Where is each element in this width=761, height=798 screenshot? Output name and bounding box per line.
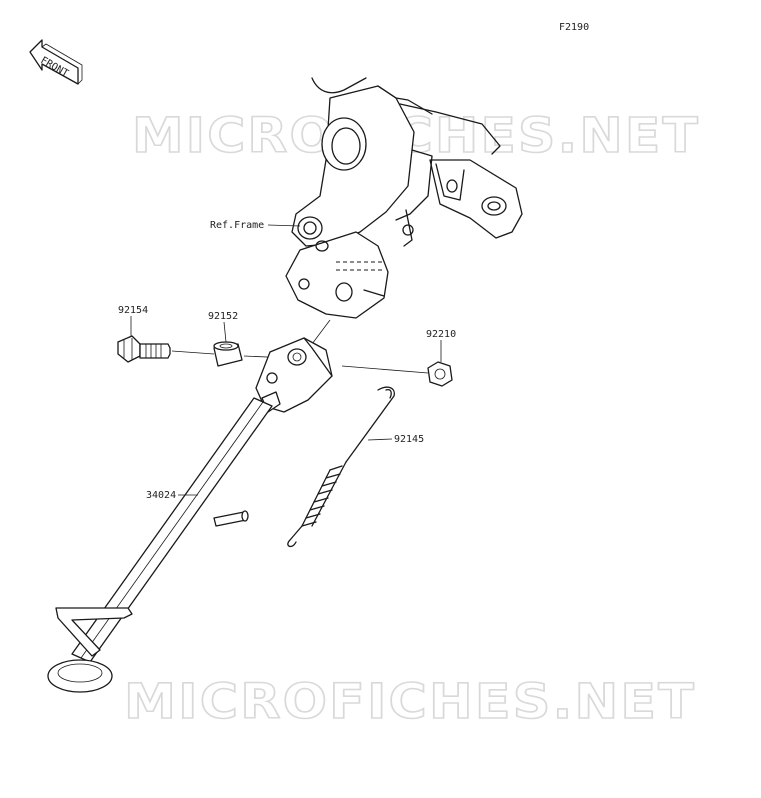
callout-92210: 92210 [426,329,456,340]
callout-92152: 92152 [208,311,238,322]
frame-bracket [285,77,523,319]
nut-92210 [427,361,453,387]
sidestand-34024 [47,337,333,693]
guide-frame-to-stand [311,319,331,345]
watermark-top: MICROFICHES.NET [132,108,700,164]
bolt-92154 [117,335,171,363]
callout-92145: 92145 [394,434,424,445]
callout-ref-frame: Ref.Frame [210,220,264,231]
front-arrow-icon: FRONT [29,39,83,85]
callout-34024: 34024 [146,490,176,501]
figure-code: F2190 [559,22,589,33]
callout-92154: 92154 [118,305,148,316]
watermark-bottom: MICROFICHES.NET [124,674,696,730]
spring-92145 [287,386,395,548]
collar-92152 [213,341,243,367]
